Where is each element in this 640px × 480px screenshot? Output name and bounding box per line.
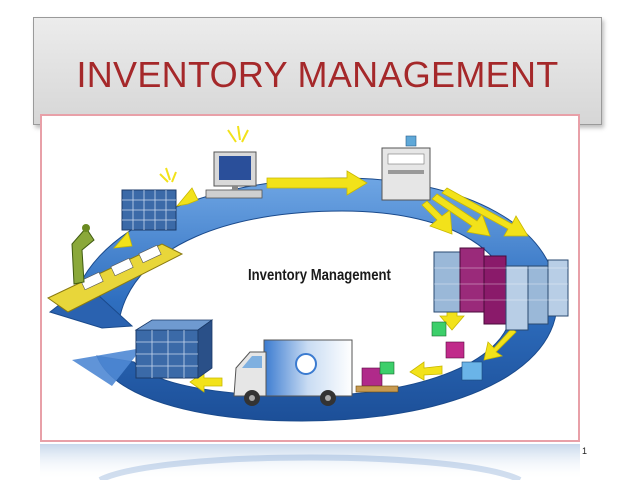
storage-rack-icon (122, 168, 176, 230)
storage-cabinet-icon (136, 320, 212, 378)
page-number: 1 (582, 446, 587, 456)
delivery-truck-icon (234, 340, 352, 406)
figure-reflection (40, 444, 580, 480)
slide-title: INVENTORY MANAGEMENT (34, 54, 601, 96)
title-bar: INVENTORY MANAGEMENT (33, 17, 602, 125)
printer-icon (382, 136, 430, 200)
diagram-center-label: Inventory Management (248, 267, 396, 285)
